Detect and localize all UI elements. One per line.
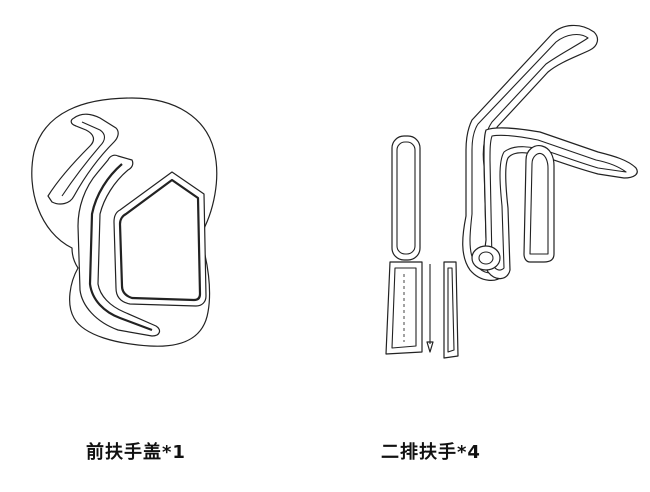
armrest-thin-strip-outer <box>443 261 459 359</box>
armrest-thin-strip-inner <box>447 267 455 353</box>
front-armrest-cover-caption: 前扶手盖*1 <box>86 442 186 463</box>
armrest-cover-hook-strip-inner <box>61 121 106 197</box>
armrest-cover-hook-strip-outer <box>47 113 119 205</box>
front-armrest-cover-figure <box>31 97 218 347</box>
armrest-lower-panel-outer <box>385 261 423 355</box>
armrest-cover-inner-panel-inner <box>118 178 202 302</box>
second-row-armrest-figure <box>385 24 638 359</box>
armrest-cover-long-strip-outer <box>77 154 161 337</box>
armrest-ring-outer <box>471 245 501 271</box>
armrest-tall-strip-outer <box>391 135 421 261</box>
armrest-ring-inner <box>478 251 494 265</box>
armrest-right-strip-outer <box>523 145 555 263</box>
armrest-tall-strip-inner <box>396 141 416 255</box>
second-row-armrest-caption: 二排扶手*4 <box>381 442 481 463</box>
armrest-right-strip-inner <box>529 152 549 255</box>
armrest-lower-panel-inner <box>391 267 417 349</box>
armrest-cover-long-strip-inner <box>88 163 153 332</box>
